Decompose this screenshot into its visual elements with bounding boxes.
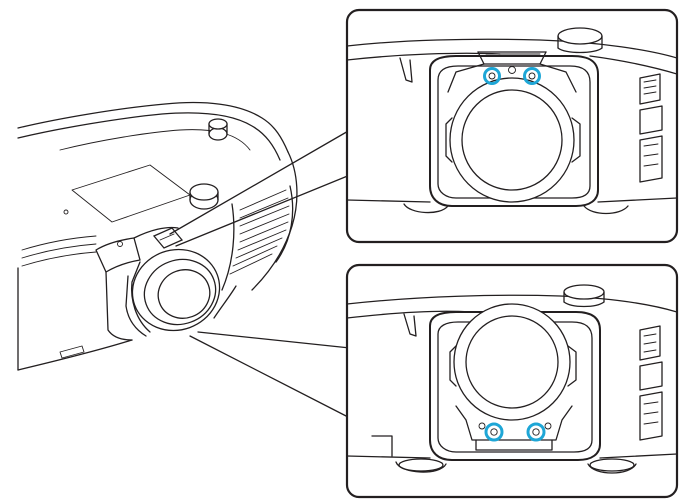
callout-bottom <box>345 263 679 499</box>
callout-leaders <box>169 129 351 419</box>
vent-grille <box>221 185 294 291</box>
top-screws <box>483 66 541 85</box>
projector-lens <box>125 248 221 337</box>
focus-knob <box>189 118 228 210</box>
callout-top <box>345 8 679 244</box>
lens-cover-small <box>152 227 184 249</box>
bottom-screws <box>478 422 552 442</box>
projector-body <box>17 101 298 371</box>
